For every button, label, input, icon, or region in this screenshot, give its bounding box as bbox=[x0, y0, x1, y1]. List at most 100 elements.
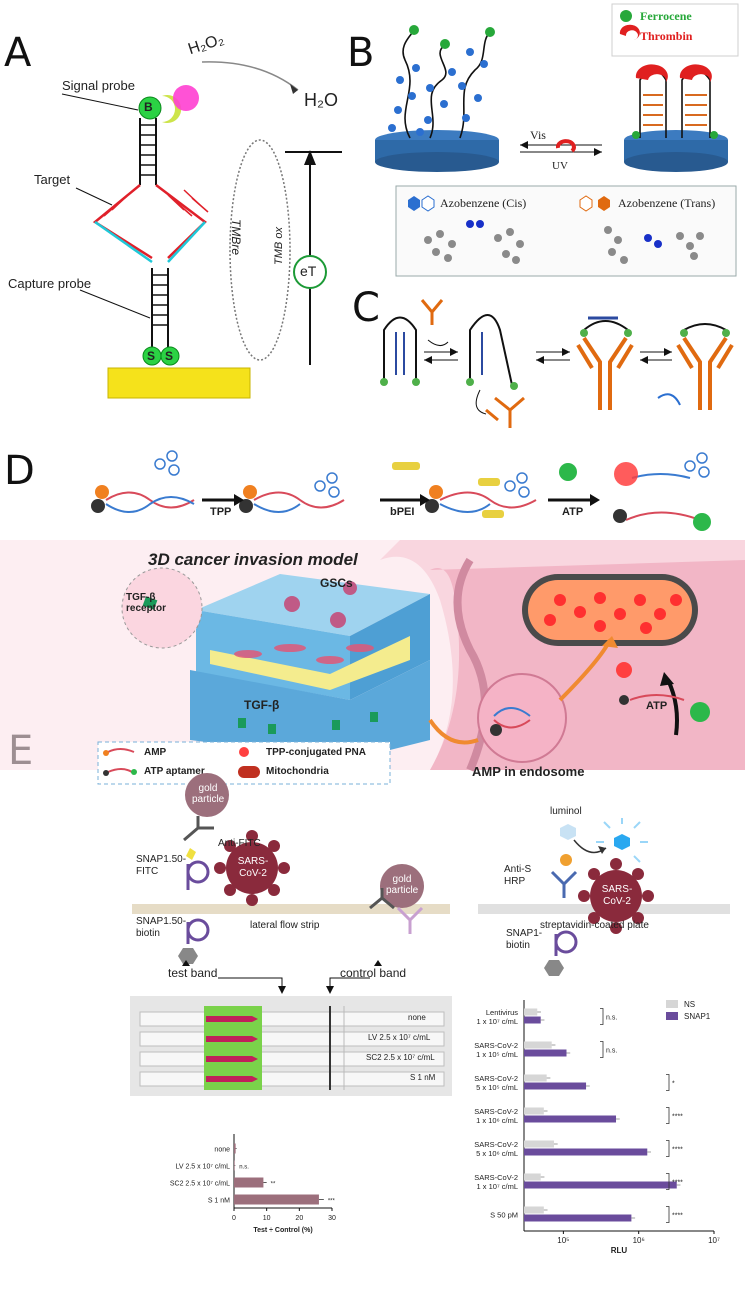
gscs-label: GSCs bbox=[320, 576, 353, 590]
uv-label: UV bbox=[552, 160, 568, 172]
bar-ns bbox=[524, 1173, 541, 1181]
category-label: 5 x 10⁶ c/mL bbox=[476, 1149, 518, 1158]
panel-label-c: C bbox=[352, 285, 380, 331]
bar bbox=[234, 1194, 319, 1205]
bar-ns bbox=[524, 1008, 538, 1016]
tgf-receptor-label: TGF-β receptor bbox=[126, 592, 167, 614]
x-tick-label: 10⁷ bbox=[708, 1236, 720, 1245]
significance-bracket bbox=[666, 1074, 670, 1091]
significance-bracket bbox=[666, 1140, 670, 1157]
legend-mitochondria: Mitochondria bbox=[266, 766, 329, 777]
category-label: S 50 pM bbox=[490, 1211, 518, 1220]
category-label: Lentivirus bbox=[486, 1008, 518, 1017]
bar bbox=[234, 1143, 236, 1154]
legend-swatch bbox=[666, 1000, 678, 1008]
category-label: SARS-CoV-2 bbox=[474, 1041, 518, 1050]
thrombin-label: Thrombin bbox=[640, 29, 693, 43]
significance-label: n.s. bbox=[606, 1048, 617, 1055]
bar bbox=[234, 1177, 264, 1188]
strip-label-s: S 1 nM bbox=[410, 1073, 436, 1082]
strep-plate-label: streptavidin-coated plate bbox=[540, 920, 649, 931]
category-label: 1 x 10⁵ c/mL bbox=[476, 1050, 518, 1059]
panel-label-e: E bbox=[8, 728, 34, 774]
significance-bracket bbox=[600, 1008, 604, 1025]
bar-ns bbox=[524, 1074, 547, 1082]
bar-snap1 bbox=[524, 1181, 677, 1189]
bar-snap1 bbox=[524, 1148, 648, 1156]
control-band-label: control band bbox=[340, 966, 407, 980]
gold-particle-label-1: gold particle bbox=[192, 783, 225, 805]
atp-label: ATP bbox=[562, 506, 584, 518]
category-label: SARS-CoV-2 bbox=[474, 1173, 518, 1182]
azo-cis-label: Azobenzene (Cis) bbox=[440, 196, 527, 210]
significance-bracket bbox=[666, 1206, 670, 1223]
capture-probe-label: Capture probe bbox=[8, 276, 92, 291]
tgf-label: TGF-β bbox=[244, 698, 280, 712]
x-axis-label: Test ÷ Control (%) bbox=[253, 1227, 312, 1234]
significance-label: ** bbox=[271, 1182, 276, 1188]
x-tick-label: 10⁵ bbox=[557, 1236, 569, 1245]
legend-tpp-pna: TPP-conjugated PNA bbox=[266, 747, 367, 758]
bar-ns bbox=[524, 1140, 554, 1148]
category-label: SARS-CoV-2 bbox=[474, 1140, 518, 1149]
model-title: 3D cancer invasion model bbox=[148, 550, 358, 569]
snap1-biotin-label: SNAP1- biotin bbox=[506, 928, 543, 951]
category-label: SARS-CoV-2 bbox=[474, 1107, 518, 1116]
category-label: 1 x 10⁷ c/mL bbox=[477, 1017, 518, 1026]
strip-label-lv: LV 2.5 x 10⁷ c/mL bbox=[368, 1033, 431, 1042]
panel-label-b: B bbox=[347, 30, 375, 76]
gold-particle-label-2: gold particle bbox=[386, 874, 419, 896]
x-tick-label: 10 bbox=[263, 1215, 271, 1222]
significance-label: **** bbox=[672, 1180, 683, 1187]
legend-atp-aptamer: ATP aptamer bbox=[144, 766, 205, 777]
sars-label-1: SARS- CoV-2 bbox=[237, 856, 269, 879]
category-label: none bbox=[214, 1147, 230, 1154]
significance-label: * bbox=[672, 1081, 675, 1088]
category-label: SC2 2.5 x 10⁷ c/mL bbox=[170, 1181, 230, 1188]
category-label: 1 x 10⁷ c/mL bbox=[477, 1182, 518, 1191]
strip-label-none: none bbox=[408, 1013, 426, 1022]
bpei-label: bPEI bbox=[390, 506, 415, 518]
category-label: LV 2.5 x 10⁷ c/mL bbox=[175, 1164, 230, 1171]
anti-fitc-label: Anti-FITC bbox=[218, 838, 261, 849]
bar-snap1 bbox=[524, 1082, 587, 1090]
signal-probe-label: Signal probe bbox=[62, 78, 135, 93]
x-tick-label: 30 bbox=[328, 1215, 336, 1222]
category-label: 5 x 10⁵ c/mL bbox=[476, 1083, 518, 1092]
bar-snap1 bbox=[524, 1016, 541, 1024]
amp-endosome-label: AMP in endosome bbox=[472, 764, 585, 779]
tmb-re-label: TMBre bbox=[229, 219, 243, 255]
bar bbox=[234, 1160, 235, 1171]
legend-amp: AMP bbox=[144, 747, 167, 758]
bar-snap1 bbox=[524, 1049, 567, 1057]
h2o2-label: H₂O₂ bbox=[186, 30, 227, 59]
bar-ns bbox=[524, 1041, 552, 1049]
legend-label: SNAP1 bbox=[684, 1012, 711, 1021]
significance-label: n.s. bbox=[606, 1015, 617, 1022]
x-axis-label: RLU bbox=[611, 1246, 628, 1255]
snap-biotin-label: SNAP1.50- biotin bbox=[136, 916, 187, 939]
significance-label: n.s. bbox=[239, 1165, 249, 1171]
significance-label: **** bbox=[672, 1213, 683, 1220]
category-label: SARS-CoV-2 bbox=[474, 1074, 518, 1083]
panel-label-d: D bbox=[4, 448, 35, 494]
ferrocene-label: Ferrocene bbox=[640, 9, 692, 23]
panel-label-a: A bbox=[4, 30, 32, 76]
significance-bracket bbox=[666, 1107, 670, 1124]
x-tick-label: 10⁶ bbox=[633, 1236, 645, 1245]
significance-label: *** bbox=[328, 1199, 336, 1205]
bar-ns bbox=[524, 1206, 544, 1214]
x-tick-label: 20 bbox=[295, 1215, 303, 1222]
bar-snap1 bbox=[524, 1214, 632, 1222]
significance-bracket bbox=[666, 1173, 670, 1190]
et-label: eT bbox=[300, 263, 317, 279]
anti-s-label: Anti-S HRP bbox=[504, 864, 532, 887]
s-label-1: S bbox=[147, 349, 156, 363]
